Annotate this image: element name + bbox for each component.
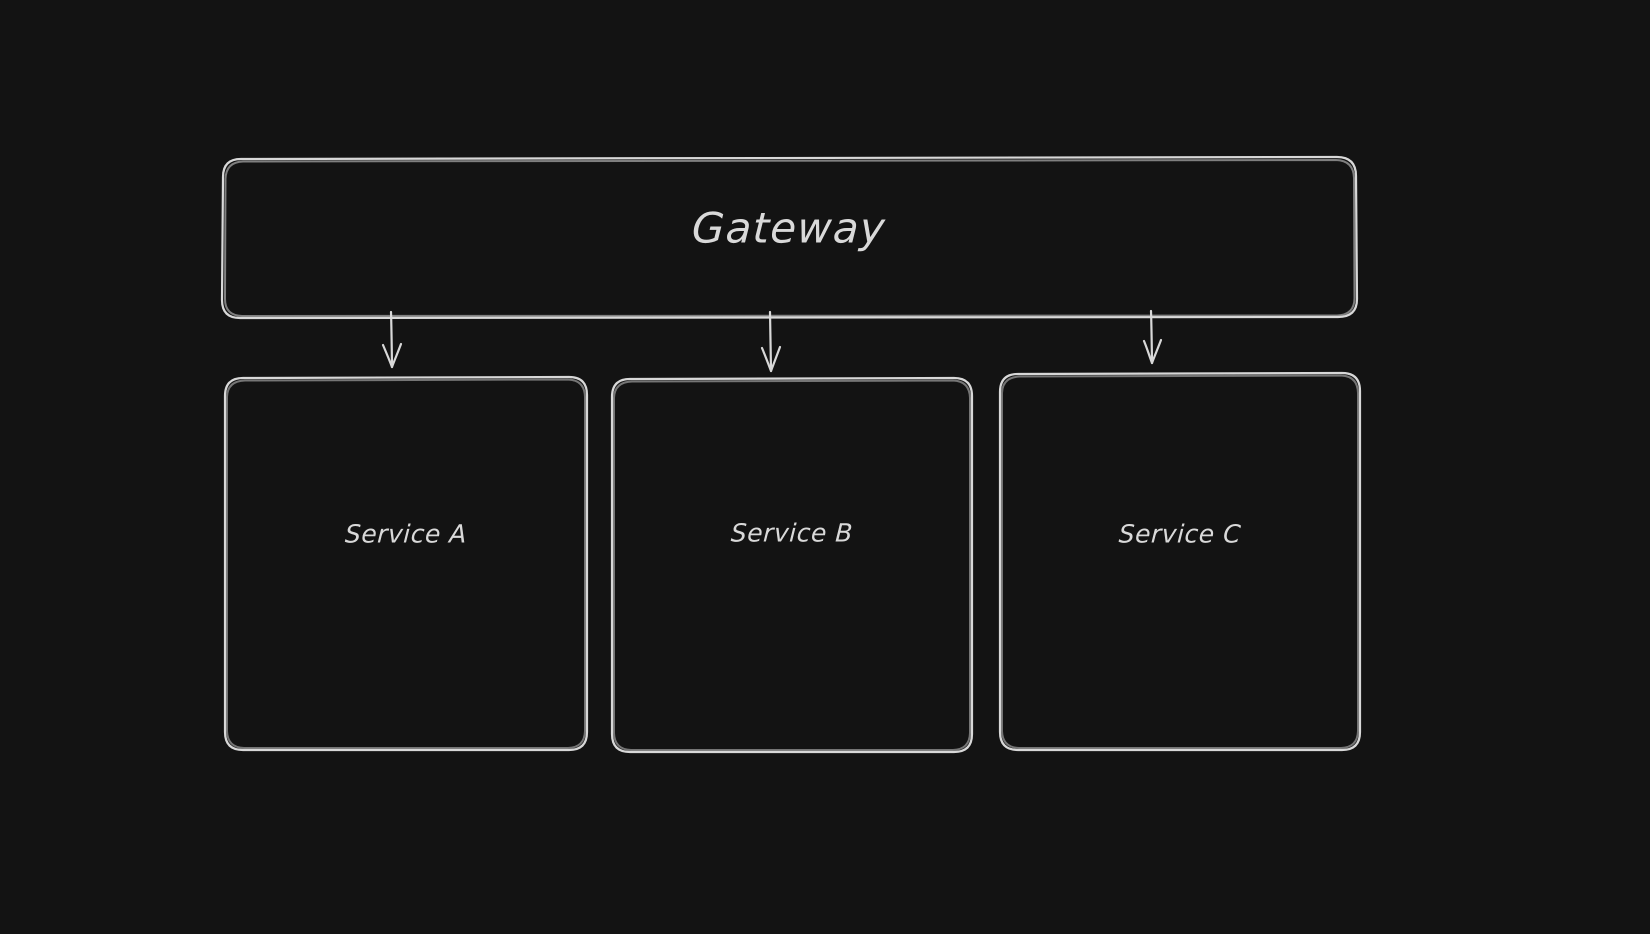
service-b-node-shape[interactable] <box>610 376 974 754</box>
gateway-to-service-b-arrow[interactable] <box>760 310 782 373</box>
service-a-node-shape[interactable] <box>223 375 589 752</box>
gateway-node-shape[interactable] <box>220 155 1359 320</box>
gateway-to-service-c-arrow[interactable] <box>1142 309 1163 365</box>
service-c-node-shape[interactable] <box>998 371 1362 752</box>
gateway-to-service-a-arrow[interactable] <box>381 310 403 369</box>
